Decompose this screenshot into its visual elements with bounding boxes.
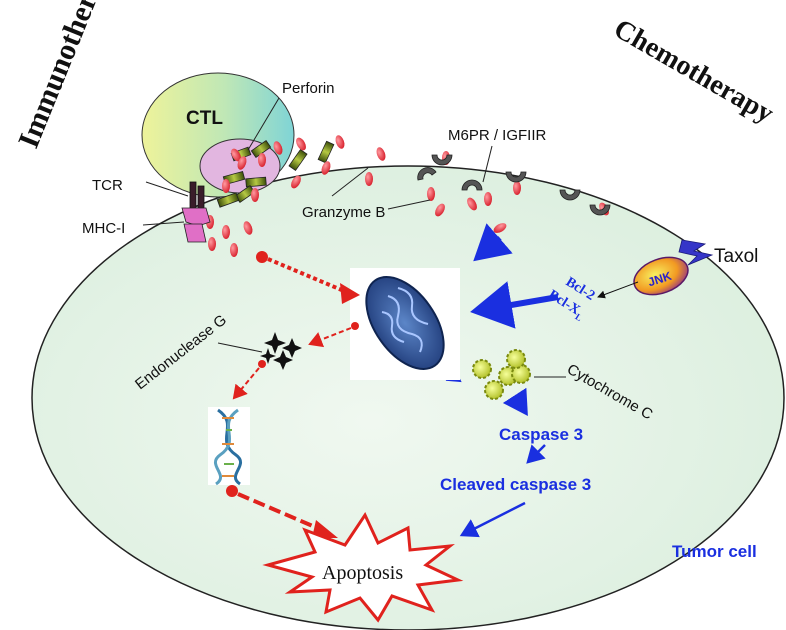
- cytochrome-c-molecule: [506, 349, 526, 369]
- red-origin-dot: [256, 251, 268, 263]
- leader-line: [482, 145, 493, 183]
- granzyme-granule: [467, 197, 477, 211]
- endonuclease-star-icon: [264, 332, 286, 354]
- granzyme-granule: [251, 188, 259, 202]
- cleaved-to-apoptosis-arrow: [459, 501, 526, 538]
- cytochrome-c-molecule: [484, 380, 504, 400]
- m6pr-receptor: [559, 189, 581, 201]
- dna-to-apoptosis-arrow: [237, 492, 323, 532]
- granzyme-granule: [243, 221, 253, 235]
- leader-line: [217, 342, 263, 353]
- m6pr-receptor: [589, 204, 611, 216]
- granzyme-granule: [365, 172, 373, 186]
- caspase-3-label: Caspase 3: [499, 425, 583, 444]
- granzyme-granule: [335, 135, 345, 149]
- granzyme-granules: [206, 135, 609, 257]
- dna-helix: [208, 407, 250, 486]
- cytochrome-c-cluster: [472, 349, 531, 400]
- tumor-cell-body: [31, 165, 785, 630]
- mitochondrion: [350, 268, 460, 380]
- m6pr-to-mito-arrow: [473, 223, 513, 262]
- endonuclease-star-icon: [273, 350, 293, 370]
- mhc-i-molecule: [181, 207, 211, 243]
- granzyme-granule: [208, 237, 216, 251]
- granzyme-granule: [291, 175, 301, 189]
- jnk-to-bcl-arrow: [597, 281, 639, 299]
- apoptosis-burst: Apoptosis: [262, 511, 464, 623]
- perforin-pore: [288, 148, 308, 172]
- immunotherapy-title: Immunotherapy: [12, 0, 121, 153]
- leader-line: [331, 167, 369, 197]
- m6pr-receptor: [431, 154, 453, 166]
- cleaved-caspase-3-label: Cleaved caspase 3: [440, 475, 591, 494]
- granzyme-granule: [435, 203, 445, 217]
- m6pr-receptor: [417, 167, 437, 181]
- apoptosis-label: Apoptosis: [322, 562, 403, 584]
- ctl-to-mito-arrowhead: [340, 283, 360, 304]
- leader-line: [387, 199, 431, 210]
- granzyme-granule: [376, 147, 386, 161]
- granzyme-granule: [296, 137, 306, 151]
- red-origin-dot: [226, 485, 238, 497]
- taxol-label: Taxol: [714, 246, 758, 267]
- perforin-label: Perforin: [282, 80, 335, 97]
- granzyme-granule: [321, 161, 331, 175]
- mito-to-endo-arrow: [308, 327, 352, 348]
- endonuclease-star-icon: [260, 348, 276, 364]
- perforin-pore: [245, 176, 267, 188]
- granzyme-label: Granzyme B: [302, 204, 385, 221]
- m6pr-label: M6PR / IGFIIR: [448, 127, 547, 144]
- granzyme-granule: [222, 225, 230, 239]
- mhc-label: MHC-I: [82, 220, 125, 237]
- m6pr-receptors: [417, 154, 611, 216]
- granzyme-granule: [427, 187, 435, 201]
- perforin-pore: [216, 192, 240, 208]
- red-origin-dot: [351, 322, 359, 330]
- cyto-to-caspase-arrow: [502, 387, 528, 416]
- m6pr-receptor: [461, 179, 483, 191]
- endonuclease-star-icon: [282, 338, 302, 358]
- granzyme-granule: [273, 141, 283, 155]
- chemotherapy-title: Chemotherapy: [609, 13, 779, 129]
- ctl-label: CTL: [186, 108, 223, 129]
- granzyme-granule: [258, 153, 266, 167]
- lightning-bolt-icon: [678, 239, 714, 266]
- perforin-pore: [317, 140, 335, 164]
- bcl-to-mito-arrow: [470, 281, 559, 329]
- endo-to-dna-arrow: [232, 367, 260, 400]
- tumor-cell-label: Tumor cell: [672, 542, 757, 561]
- tcr-label: TCR: [92, 177, 123, 194]
- granzyme-granule: [231, 148, 241, 162]
- granzyme-granule: [513, 181, 521, 195]
- leader-line: [142, 221, 185, 226]
- granzyme-granule: [484, 192, 492, 206]
- cytochrome-c-molecule: [472, 359, 492, 379]
- endonuclease-g-cluster: [260, 332, 302, 370]
- caspase-to-cleaved-arrow: [526, 444, 546, 464]
- perforin-pores: [216, 140, 335, 208]
- leader-line: [247, 97, 280, 151]
- leader-line: [145, 181, 189, 197]
- jnk-molecule: [633, 256, 689, 296]
- granzyme-granule: [237, 156, 247, 170]
- red-origin-dot: [258, 360, 266, 368]
- perforin-pore: [250, 140, 272, 158]
- granzyme-granule: [222, 179, 230, 193]
- granzyme-granule: [230, 243, 238, 257]
- m6pr-receptor: [505, 171, 527, 183]
